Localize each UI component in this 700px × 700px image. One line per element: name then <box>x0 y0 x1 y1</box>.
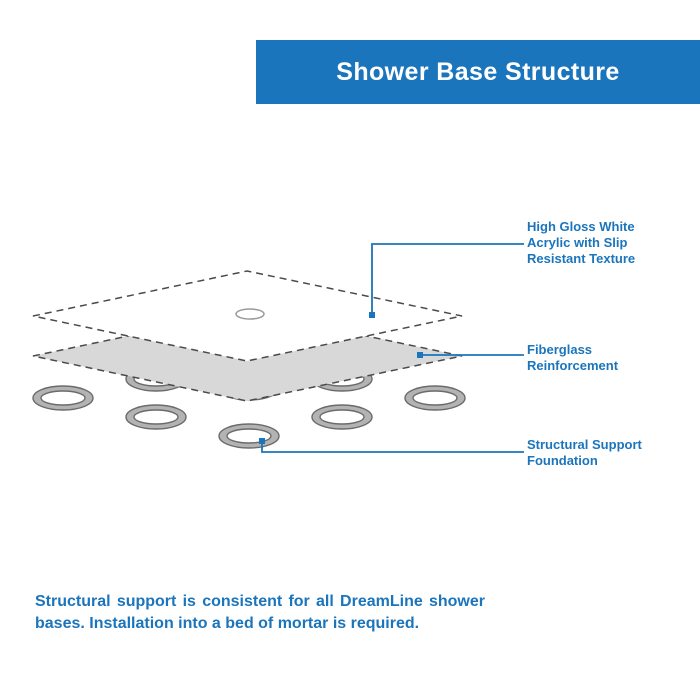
callout-line-acrylic <box>369 243 524 318</box>
callout-line-fiberglass <box>417 352 524 358</box>
callout-lines <box>259 243 524 453</box>
callout-label-line: Fiberglass <box>527 342 593 357</box>
header-banner: Shower Base Structure <box>256 40 700 104</box>
callout-label-line: Structural Support <box>527 437 642 452</box>
callout-line-foundation <box>259 438 524 453</box>
callout-label-line: Reinforcement <box>527 358 619 373</box>
callout-label-acrylic: High Gloss White Acrylic with Slip Resis… <box>527 219 635 267</box>
support-ring <box>404 385 466 411</box>
callout-label-foundation: Structural Support Foundation <box>527 437 642 469</box>
footer-note: Structural support is consistent for all… <box>35 593 485 632</box>
callout-label-line: Resistant Texture <box>527 251 636 266</box>
callout-label-line: Foundation <box>527 453 598 468</box>
support-ring <box>125 404 187 430</box>
support-ring <box>311 404 373 430</box>
callout-label-line: High Gloss White <box>527 219 635 234</box>
support-ring <box>218 423 280 449</box>
drain-hole <box>235 308 265 320</box>
page-title: Shower Base Structure <box>336 57 620 86</box>
callout-label-line: Acrylic with Slip <box>527 235 628 250</box>
callout-label-fiberglass: Fiberglass Reinforcement <box>527 342 618 374</box>
support-ring <box>32 385 94 411</box>
